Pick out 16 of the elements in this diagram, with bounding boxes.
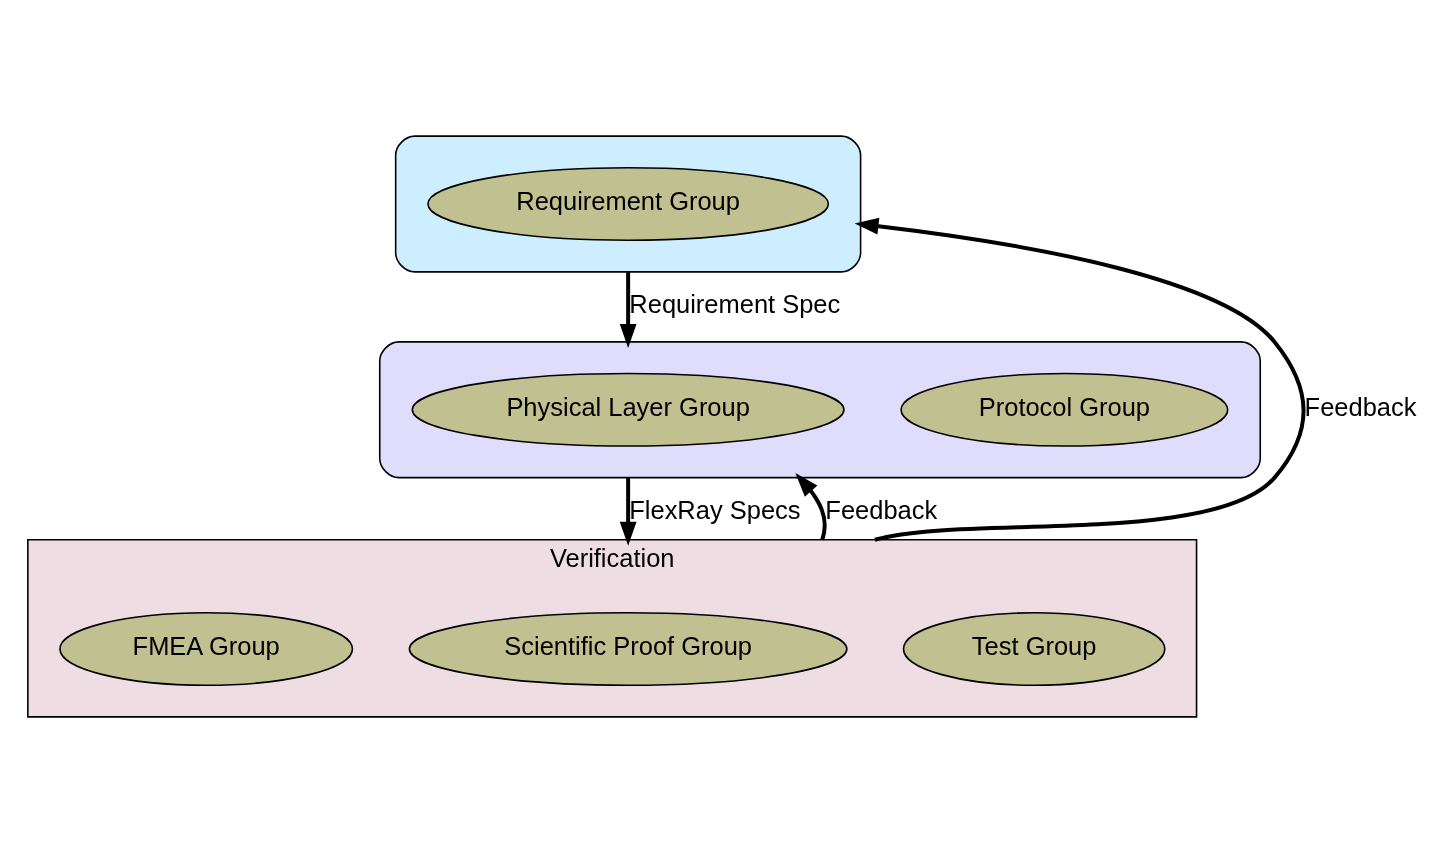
node-ellipse: Scientific Proof Group [408, 611, 848, 686]
arrow [619, 477, 637, 546]
node-ellipse: Protocol Group [900, 372, 1229, 447]
cluster [378, 340, 1262, 478]
node-ellipse: Physical Layer Group [411, 372, 845, 447]
cluster [394, 134, 862, 273]
arrow [795, 472, 827, 540]
edge-label: Feedback [825, 495, 938, 524]
arrow [619, 271, 637, 348]
edge-label: Requirement Spec [629, 289, 841, 318]
node-ellipse: FMEA Group [59, 611, 354, 686]
node-ellipse: Test Group [902, 611, 1166, 686]
edge-label: Feedback [1304, 392, 1417, 421]
edge-label: FlexRay Specs [629, 495, 801, 524]
node-ellipse: Requirement Group [427, 166, 830, 241]
arrow [854, 217, 1306, 542]
